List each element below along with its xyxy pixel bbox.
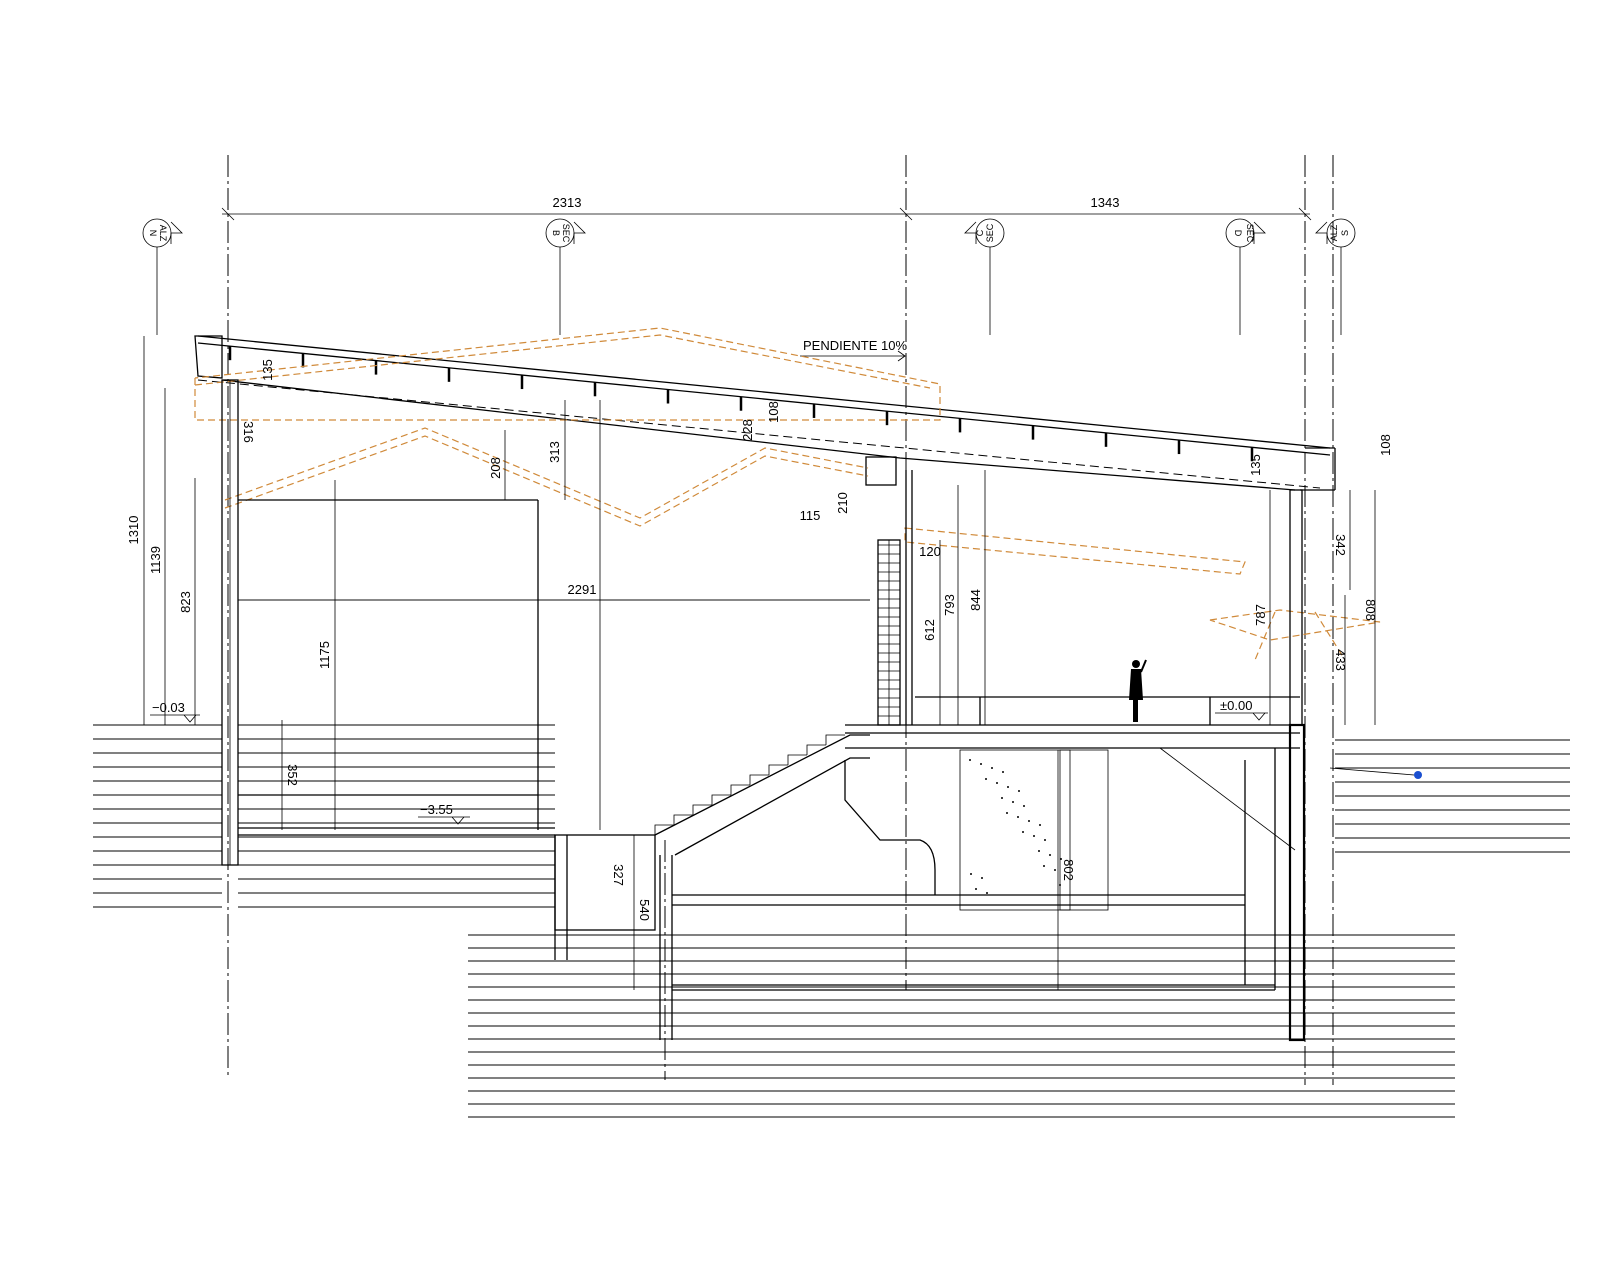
dim-gap: 120 (919, 544, 941, 559)
marker-code: ALZ (1329, 224, 1339, 241)
roof-purlins (228, 346, 1254, 462)
level-basement: −3.55 (420, 802, 453, 817)
dim-col-c: 844 (968, 589, 983, 611)
dim-lower-height: 802 (1061, 859, 1076, 881)
dim-inner-width: 2291 (568, 582, 597, 597)
dim-truss-c: 228 (740, 419, 755, 441)
drain-marker (1414, 771, 1422, 779)
slope-note: PENDIENTE 10% (803, 338, 907, 353)
terrain-hatch (93, 724, 1570, 1118)
dim-eave-right: 108 (1378, 434, 1393, 456)
dim-truss-a: 208 (488, 457, 503, 479)
structural-axes (227, 155, 1334, 1085)
dim-wall-d: 433 (1333, 649, 1348, 671)
concrete-hatch (969, 759, 1062, 894)
marker-letter: B (551, 230, 561, 236)
dim-beam-b: 115 (800, 508, 821, 523)
dim-window-height: 823 (178, 591, 193, 613)
dim-fascia: 316 (241, 421, 256, 443)
dim-plinth: 352 (285, 764, 300, 786)
dim-roof-depth-right: 135 (1248, 454, 1263, 476)
main-staircase (654, 734, 870, 1040)
marker-letter: N (148, 230, 158, 237)
dim-col-a: 612 (922, 619, 937, 641)
section-marker-sec-c[interactable]: SEC C (964, 218, 1005, 335)
dim-void-height: 1175 (317, 641, 332, 669)
scale-figure (1129, 659, 1147, 722)
dim-pit: 327 (611, 864, 626, 886)
ground-floor (845, 489, 1306, 1042)
dim-truss-d: 108 (766, 401, 781, 423)
marker-letter: S (1340, 230, 1350, 236)
central-core (865, 456, 913, 726)
span-dimension: 2313 1343 (221, 195, 1312, 221)
section-markers: ALZ N SEC B SEC C SEC D ALZ (142, 218, 1356, 335)
section-marker-alz-s[interactable]: ALZ S (1315, 218, 1356, 335)
marker-letter: D (1233, 230, 1243, 237)
span-right-label: 1343 (1091, 195, 1120, 210)
dim-wall-c: 808 (1363, 599, 1378, 621)
marker-letter: C (975, 229, 985, 236)
dim-wall-b: 342 (1333, 534, 1348, 556)
dim-beam-a: 210 (835, 492, 850, 514)
section-marker-sec-b[interactable]: SEC B (545, 218, 586, 335)
level-floor: ±0.00 (1220, 698, 1252, 713)
dimension-labels: 1310 1139 823 1175 352 135 316 208 313 2… (126, 359, 1393, 921)
section-marker-alz-n[interactable]: ALZ N (142, 218, 183, 335)
marker-code: ALZ (158, 225, 168, 242)
core-grid (878, 540, 900, 725)
roof-structure: PENDIENTE 10% (194, 335, 1336, 491)
proposal-overlay (194, 327, 1381, 661)
marker-code: SEC (985, 223, 995, 242)
dim-wall-a: 787 (1253, 604, 1268, 626)
span-left-label: 2313 (553, 195, 582, 210)
level-markers: ±0.00 −0.03 −3.55 (150, 698, 1268, 825)
section-marker-sec-d[interactable]: SEC D (1225, 218, 1266, 335)
dim-roof-depth-left: 135 (260, 359, 275, 381)
marker-code: SEC (561, 224, 571, 243)
dim-stair-depth: 540 (637, 899, 652, 921)
dim-col-b: 793 (942, 594, 957, 616)
dimension-lines (143, 336, 1376, 990)
level-north: −0.03 (152, 700, 185, 715)
marker-code: SEC (1245, 224, 1255, 243)
basement (554, 747, 1296, 991)
dim-front-height: 1139 (148, 546, 163, 574)
dim-truss-b: 313 (547, 441, 562, 463)
north-facade (221, 379, 870, 866)
dim-total-height: 1310 (126, 516, 141, 545)
